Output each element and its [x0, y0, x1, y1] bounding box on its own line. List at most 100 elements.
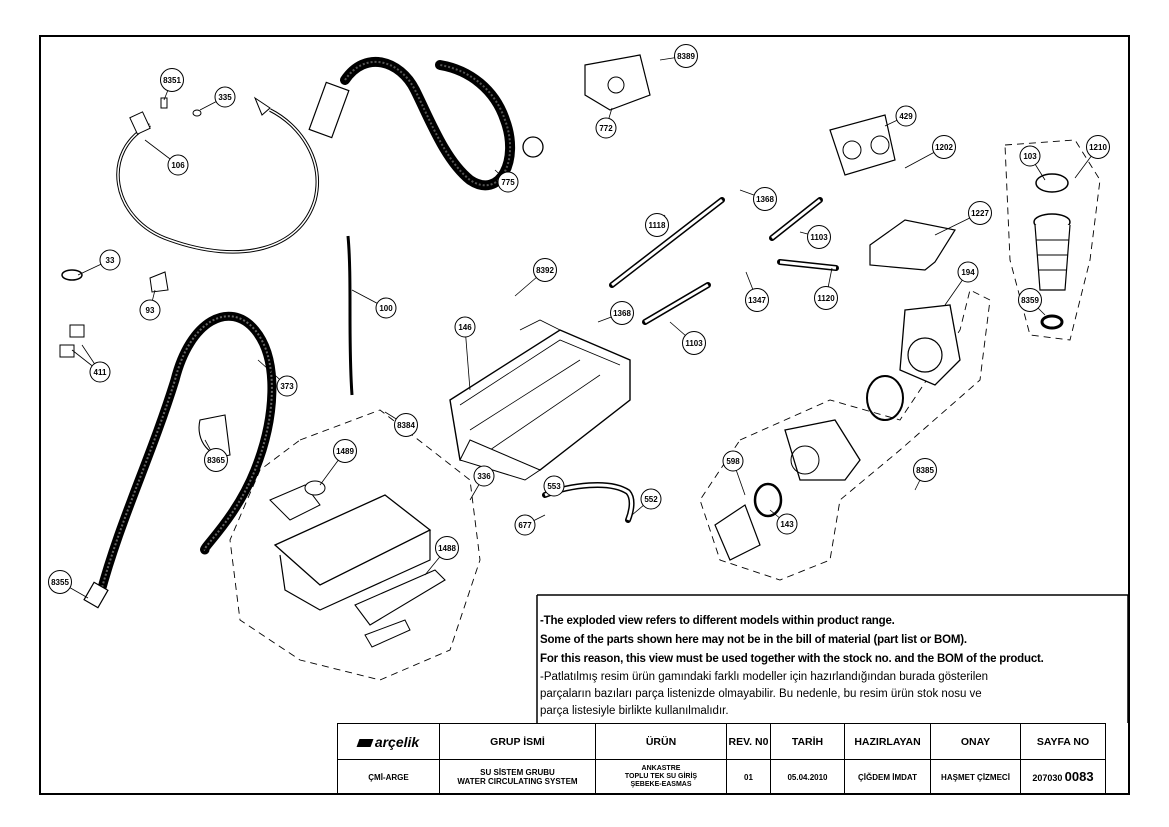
callout-number: 552 [644, 495, 658, 504]
header-product: ÜRÜN [595, 723, 727, 760]
callout-number: 8355 [51, 578, 69, 587]
page-prefix: 207030 [1032, 772, 1063, 783]
callout-circle [745, 288, 769, 312]
callout-circle [595, 117, 617, 139]
part-callout-1120: 1120 [814, 286, 838, 310]
callout-number: 373 [280, 382, 294, 391]
part-callout-1103: 1103 [807, 225, 831, 249]
callout-circle [435, 536, 459, 560]
part-callout-93: 93 [139, 299, 161, 321]
callout-circle [807, 225, 831, 249]
callout-circle [645, 213, 669, 237]
part-callout-1347: 1347 [745, 288, 769, 312]
part-callout-146: 146 [454, 316, 476, 338]
callout-circle [48, 570, 72, 594]
callout-number: 1488 [438, 544, 456, 553]
callout-number: 1202 [935, 143, 953, 152]
page-number: 207030 0083 [1020, 759, 1106, 795]
part-callout-194: 194 [957, 261, 979, 283]
callout-number: 103 [1023, 152, 1037, 161]
callout-number: 335 [218, 93, 232, 102]
callout-number: 8365 [207, 456, 225, 465]
callout-number: 1368 [756, 195, 774, 204]
part-callout-1227: 1227 [968, 201, 992, 225]
hose-775 [340, 57, 516, 191]
part-callout-33: 33 [99, 249, 121, 271]
part-callout-598: 598 [722, 450, 744, 472]
callout-number: 336 [477, 472, 491, 481]
part-callout-8351: 8351 [160, 68, 184, 92]
callout-number: 8389 [677, 52, 695, 61]
callout-circle [497, 171, 519, 193]
header-date: TARİH [770, 723, 845, 760]
part-callout-103: 103 [1019, 145, 1041, 167]
callout-number: 772 [599, 124, 613, 133]
callout-circle [674, 44, 698, 68]
callout-number: 8359 [1021, 296, 1039, 305]
callout-number: 8384 [397, 421, 415, 430]
title-block-header-row: arçelik GRUP İSMİ ÜRÜN REV. N0 TARİH HAZ… [337, 723, 1106, 760]
note-en-2: Some of the parts shown here may not be … [540, 634, 967, 646]
part-callout-8389: 8389 [674, 44, 698, 68]
group-name-en: WATER CIRCULATING SYSTEM [457, 777, 578, 786]
callout-circle [1019, 145, 1041, 167]
callout-circle [968, 201, 992, 225]
callout-circle [514, 514, 536, 536]
callout-circle [814, 286, 838, 310]
part-callout-553: 553 [543, 475, 565, 497]
callout-number: 598 [726, 457, 740, 466]
part-callout-1489: 1489 [333, 439, 357, 463]
parts-drawing [59, 54, 1071, 648]
page-no: 0083 [1064, 768, 1094, 784]
callout-circle [394, 413, 418, 437]
group-name-tr: SU SİSTEM GRUBU [480, 768, 555, 777]
callout-number: 1368 [613, 309, 631, 318]
callout-number: 106 [171, 161, 185, 170]
header-group: GRUP İSMİ [439, 723, 596, 760]
rev-value: 01 [726, 759, 771, 795]
part-callout-1202: 1202 [932, 135, 956, 159]
header-prepared: HAZIRLAYAN [844, 723, 931, 760]
part-callout-677: 677 [514, 514, 536, 536]
part-callout-8385: 8385 [913, 458, 937, 482]
part-callout-552: 552 [640, 488, 662, 510]
callout-number: 8392 [536, 266, 554, 275]
header-rev: REV. N0 [726, 723, 771, 760]
callout-circle [543, 475, 565, 497]
callout-circle [895, 105, 917, 127]
part-callout-336: 336 [473, 465, 495, 487]
part-callout-1118: 1118 [645, 213, 669, 237]
callout-circle [333, 439, 357, 463]
part-callout-772: 772 [595, 117, 617, 139]
note-tr-3: parça listesiyle birlikte kullanılmalıdı… [540, 705, 729, 717]
part-callout-8359: 8359 [1018, 288, 1042, 312]
note-tr-1: -Patlatılmış resim ürün gamındaki farklı… [540, 671, 989, 683]
callout-number: 8385 [916, 466, 934, 475]
callout-number: 1347 [748, 296, 766, 305]
callout-number: 1227 [971, 209, 989, 218]
callout-number: 677 [518, 521, 532, 530]
part-callout-106: 106 [167, 154, 189, 176]
part-callout-335: 335 [214, 86, 236, 108]
note-en-1: -The exploded view refers to different m… [540, 615, 895, 627]
product-line-1: ANKASTRE [641, 765, 681, 772]
hose-100 [346, 235, 354, 396]
dept-code: ÇMİ-ARGE [337, 759, 440, 795]
part-callout-1103: 1103 [682, 331, 706, 355]
callout-number: 1118 [649, 221, 666, 230]
callout-circle [89, 361, 111, 383]
callout-number: 146 [458, 323, 472, 332]
callout-number: 93 [146, 306, 155, 315]
callout-number: 194 [961, 268, 975, 277]
callout-circle [276, 375, 298, 397]
part-callout-8392: 8392 [533, 258, 557, 282]
callout-circle [1018, 288, 1042, 312]
part-callout-100: 100 [375, 297, 397, 319]
callout-circle [167, 154, 189, 176]
callout-number: 1210 [1089, 143, 1107, 152]
header-page: SAYFA NO [1020, 723, 1106, 760]
callout-circle [375, 297, 397, 319]
approved-value: HAŞMET ÇİZMECİ [930, 759, 1021, 795]
